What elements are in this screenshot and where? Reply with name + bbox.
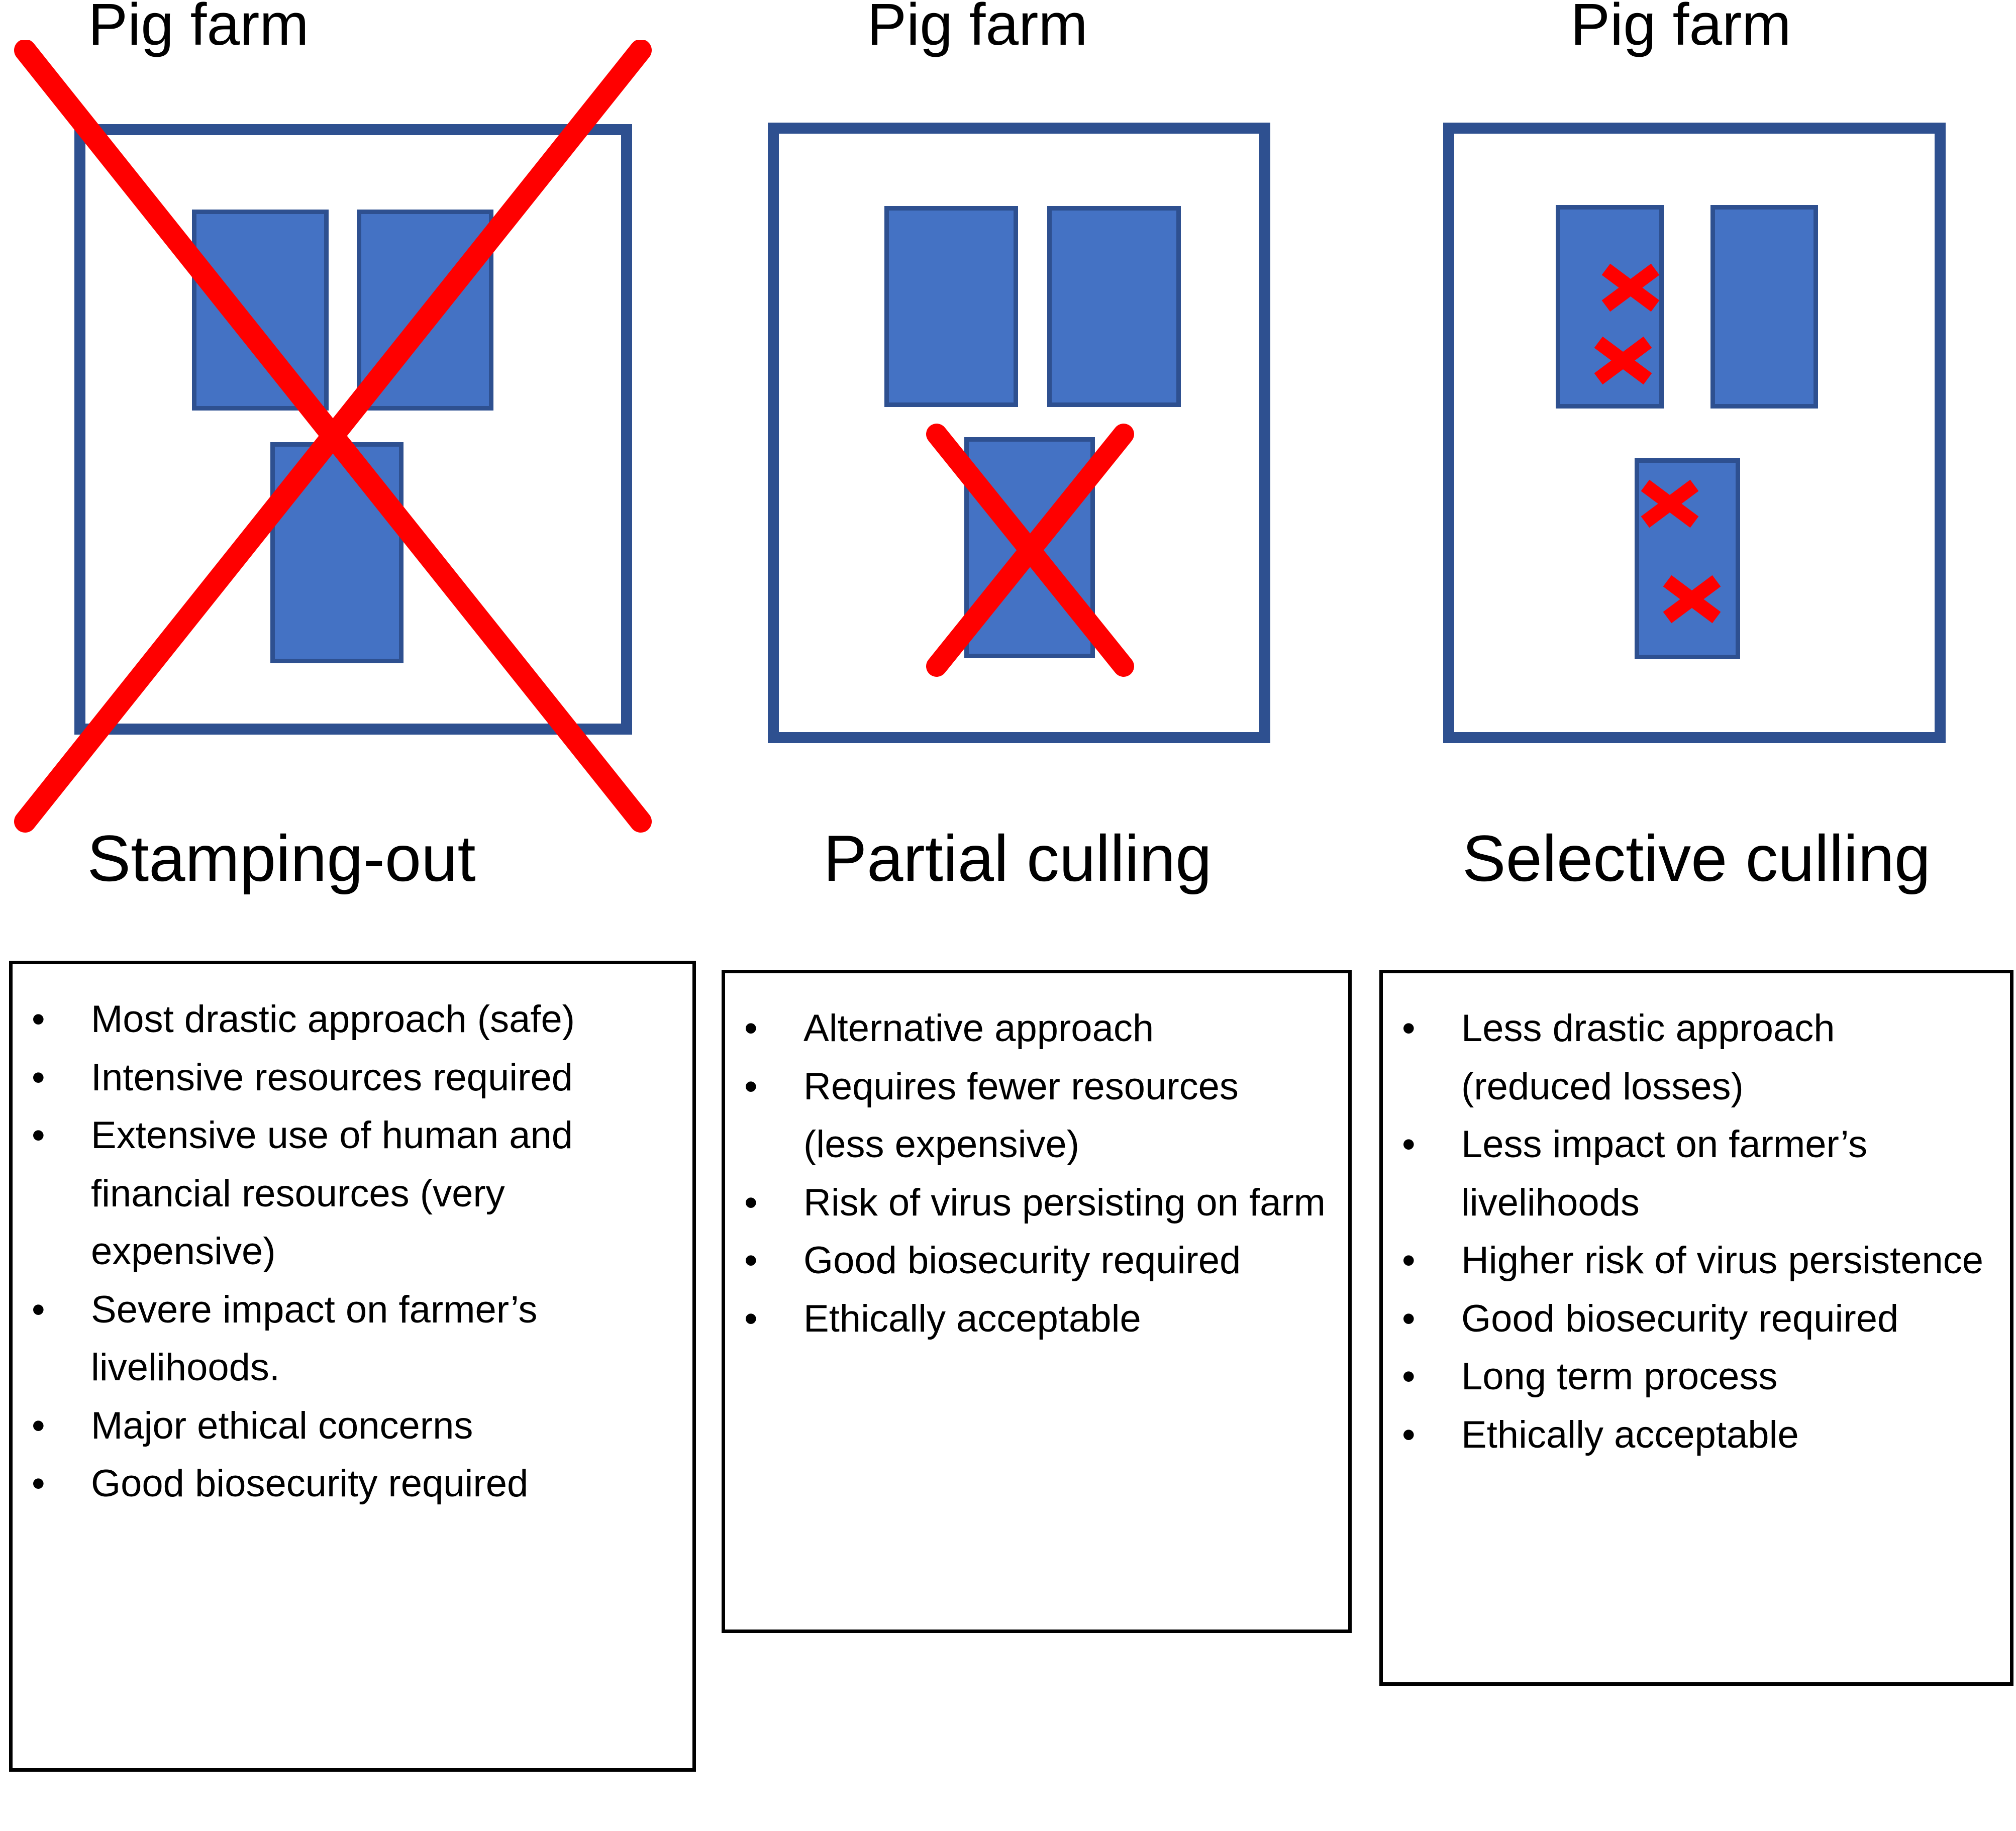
bullet-dot-icon: • [32, 998, 45, 1041]
list-item: • Higher risk of virus persistence [1402, 1232, 1995, 1290]
list-item: • Ethically acceptable [744, 1290, 1328, 1348]
pig-building-2-col3 [1710, 205, 1818, 409]
pig-building-3-col2 [964, 437, 1095, 658]
pig-building-3-col1 [270, 442, 404, 663]
pig-building-1-col1 [192, 210, 329, 411]
bullet-dot-icon: • [744, 1007, 758, 1050]
approach-title-selective-culling: Selective culling [1462, 822, 1931, 895]
bullet-dot-icon: • [1402, 1355, 1416, 1398]
list-item: • Most drastic approach (safe) [32, 990, 672, 1049]
bullet-dot-icon: • [1402, 1239, 1416, 1282]
bullet-dot-icon: • [744, 1239, 758, 1282]
list-item: • Less impact on farmer’s livelihoods [1402, 1115, 1995, 1232]
bullet-dot-icon: • [32, 1114, 45, 1157]
bullet-dot-icon: • [32, 1404, 45, 1447]
bullet-dot-icon: • [1402, 1297, 1416, 1340]
bullet-dot-icon: • [32, 1462, 45, 1505]
farm-title-partial-culling: Pig farm [867, 0, 1088, 58]
list-item: • Long term process [1402, 1348, 1995, 1406]
list-item: • Extensive use of human and financial r… [32, 1106, 672, 1281]
pig-building-1-col3 [1556, 205, 1664, 409]
approach-title-partial-culling: Partial culling [823, 822, 1212, 895]
farm-title-selective-culling: Pig farm [1570, 0, 1791, 58]
bullet-dot-icon: • [744, 1181, 758, 1224]
list-item: • Ethically acceptable [1402, 1406, 1995, 1464]
list-item: • Major ethical concerns [32, 1397, 672, 1455]
list-item: • Alternative approach [744, 999, 1328, 1058]
bullet-dot-icon: • [1402, 1123, 1416, 1166]
list-item: • Good biosecurity required [744, 1232, 1328, 1290]
list-item: • Good biosecurity required [1402, 1290, 1995, 1348]
farm-title-stamping-out: Pig farm [88, 0, 309, 58]
list-item: • Intensive resources required [32, 1049, 672, 1107]
bullet-list-partial-culling: • Alternative approach • Requires fewer … [725, 973, 1348, 1348]
list-item: • Risk of virus persisting on farm [744, 1174, 1328, 1232]
bullet-box-stamping-out: • Most drastic approach (safe) • Intensi… [9, 961, 696, 1772]
bullet-dot-icon: • [1402, 1413, 1416, 1456]
pig-building-2-col2 [1047, 206, 1181, 407]
bullet-dot-icon: • [32, 1056, 45, 1099]
bullet-list-selective-culling: • Less drastic approach (reduced losses)… [1383, 973, 2010, 1464]
list-item: • Less drastic approach (reduced losses) [1402, 999, 1995, 1115]
bullet-box-partial-culling: • Alternative approach • Requires fewer … [722, 970, 1352, 1633]
bullet-list-stamping-out: • Most drastic approach (safe) • Intensi… [13, 964, 692, 1513]
approach-title-stamping-out: Stamping-out [87, 822, 476, 895]
pig-building-3-col3 [1635, 458, 1740, 659]
pig-building-2-col1 [357, 210, 493, 411]
bullet-dot-icon: • [1402, 1007, 1416, 1050]
list-item: • Requires fewer resources (less expensi… [744, 1058, 1328, 1174]
bullet-dot-icon: • [32, 1288, 45, 1331]
list-item: • Severe impact on farmer’s livelihoods. [32, 1281, 672, 1397]
pig-building-1-col2 [884, 206, 1018, 407]
list-item: • Good biosecurity required [32, 1455, 672, 1513]
bullet-box-selective-culling: • Less drastic approach (reduced losses)… [1379, 970, 2013, 1686]
bullet-dot-icon: • [744, 1297, 758, 1340]
bullet-dot-icon: • [744, 1065, 758, 1108]
